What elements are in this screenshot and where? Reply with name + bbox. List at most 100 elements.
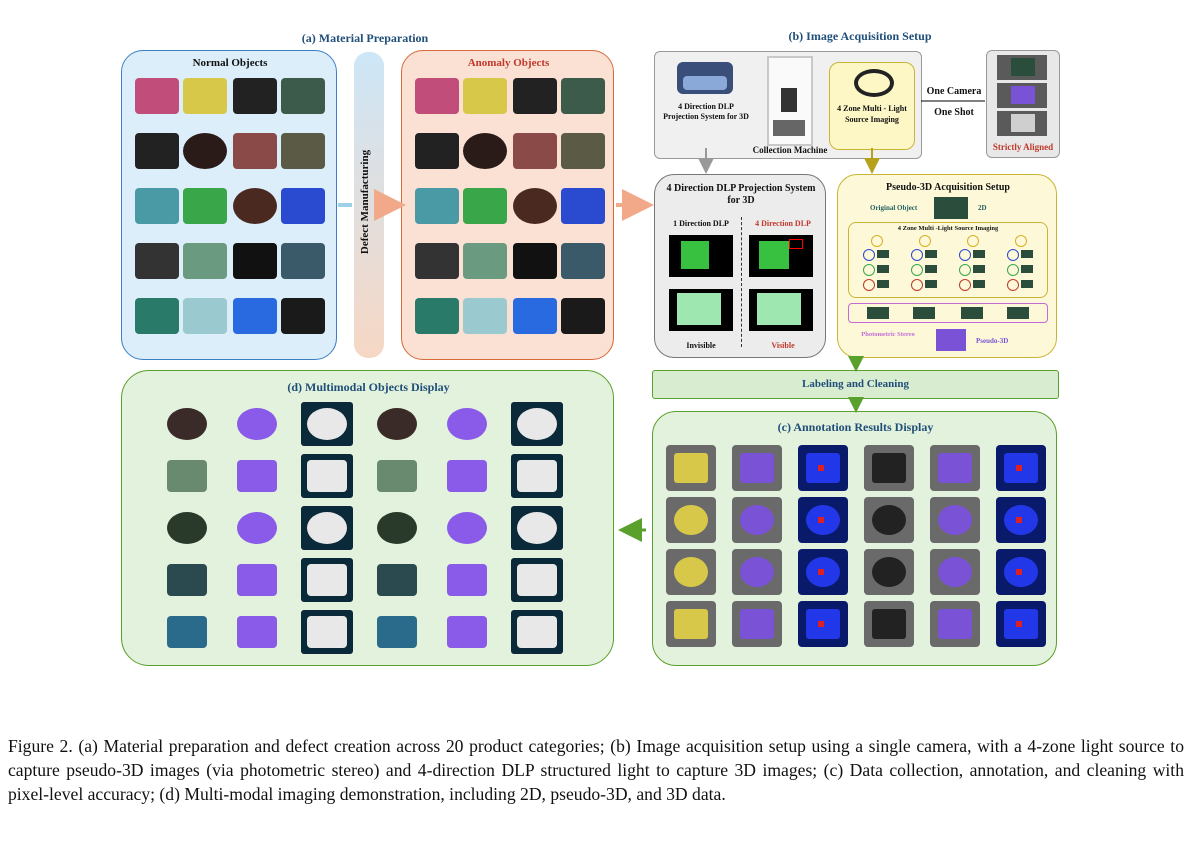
defect-mark: [1016, 569, 1022, 575]
object-thumbnail: [415, 133, 459, 169]
original-object-image: [934, 197, 968, 219]
object-thumbnail: [415, 243, 459, 279]
camera-icon: [863, 264, 875, 276]
multimodal-tile: [231, 402, 283, 446]
object-thumbnail: [463, 78, 507, 114]
annotation-object: [674, 453, 708, 483]
bulb-icon: [919, 235, 931, 247]
multimodal-tile: [511, 610, 563, 654]
object-thumbnail: [463, 188, 507, 224]
camera-icon: [959, 279, 971, 291]
multimodal-object: [307, 512, 347, 544]
annotation-tile: [798, 497, 848, 543]
object-thumbnail: [135, 133, 179, 169]
camera-icon: [911, 249, 923, 261]
section-c-title: (c) Annotation Results Display: [777, 420, 934, 434]
defect-mark: [1016, 621, 1022, 627]
dlp-panel-title: 4 Direction DLP Projection System for 3D: [666, 183, 816, 206]
camera-icon: [959, 249, 971, 261]
object-thumbnail: [233, 188, 277, 224]
annotation-object: [938, 453, 972, 483]
multimodal-object: [237, 512, 277, 544]
multimodal-tile: [371, 506, 423, 550]
section-d-title: (d) Multimodal Objects Display: [287, 380, 450, 394]
multimodal-tile: [231, 454, 283, 498]
multimodal-tile: [511, 402, 563, 446]
object-thumbnail: [415, 78, 459, 114]
object-thumbnail: [183, 243, 227, 279]
invisible-label: Invisible: [686, 341, 716, 350]
object-thumbnail: [233, 298, 277, 334]
multimodal-object: [307, 408, 347, 440]
annotation-tile: [798, 549, 848, 595]
zone-thumb: [925, 280, 937, 288]
visible-label: Visible: [771, 341, 795, 350]
pseudo3d-panel: Pseudo-3D Acquisition Setup Original Obj…: [837, 174, 1057, 358]
multimodal-object: [237, 564, 277, 596]
annotation-object: [872, 609, 906, 639]
multimodal-tile: [301, 454, 353, 498]
annotation-object: [938, 609, 972, 639]
bulb-icon: [967, 235, 979, 247]
multimodal-tile: [511, 558, 563, 602]
multimodal-tile: [511, 506, 563, 550]
pseudo3d-strip: [848, 303, 1048, 323]
object-thumbnail: [281, 243, 325, 279]
object-thumbnail: [513, 243, 557, 279]
multimodal-object: [167, 512, 207, 544]
multimodal-object: [167, 460, 207, 492]
object-thumbnail: [233, 243, 277, 279]
dlp-1-image-b: [669, 289, 733, 331]
multimodal-tile: [371, 610, 423, 654]
pseudo3d-image: [936, 329, 966, 351]
pseudo3d-title: Pseudo-3D Acquisition Setup: [886, 182, 1010, 193]
multimodal-tile: [161, 558, 213, 602]
annotation-tile: [996, 445, 1046, 491]
camera-icon: [1007, 279, 1019, 291]
zone-thumb: [973, 265, 985, 273]
zone-thumb: [1021, 250, 1033, 258]
annotation-object: [674, 557, 708, 587]
object-thumbnail: [463, 133, 507, 169]
object-thumbnail: [561, 188, 605, 224]
camera-icon: [911, 279, 923, 291]
annotation-tile: [996, 549, 1046, 595]
dlp-4-image-a: [749, 235, 813, 277]
object-thumbnail: [561, 243, 605, 279]
annotation-object: [872, 453, 906, 483]
dlp-small-label: 4 Direction DLP Projection System for 3D: [663, 102, 749, 121]
normal-objects-grid: [121, 50, 337, 360]
multimodal-tile: [301, 506, 353, 550]
object-thumbnail: [415, 188, 459, 224]
annotation-tile: [996, 601, 1046, 647]
annotation-object: [872, 505, 906, 535]
zone-thumb: [877, 280, 889, 288]
object-thumbnail: [183, 133, 227, 169]
annotation-tile: [930, 549, 980, 595]
one-camera-label: One Camera: [926, 86, 982, 97]
zone-imaging-title: 4 Zone Multi -Light Source Imaging: [897, 225, 999, 232]
multimodal-object: [447, 408, 487, 440]
object-thumbnail: [561, 133, 605, 169]
object-thumbnail: [281, 188, 325, 224]
dlp-4-label: 4 Direction DLP: [755, 219, 811, 228]
annotation-object: [872, 557, 906, 587]
annotation-object: [740, 609, 774, 639]
multimodal-object: [447, 564, 487, 596]
collection-machine-label: Collection Machine: [752, 145, 828, 155]
object-thumbnail: [513, 133, 557, 169]
multimodal-tile: [301, 558, 353, 602]
defect-mark: [818, 465, 824, 471]
object-thumbnail: [135, 243, 179, 279]
camera-icon: [863, 249, 875, 261]
multimodal-object: [167, 616, 207, 648]
zone-thumb: [1021, 280, 1033, 288]
dlp-projector-icon: [677, 62, 733, 94]
annotation-tile: [666, 445, 716, 491]
photometric-label: Photometric Stereo: [861, 331, 915, 338]
label-2d: 2D: [978, 204, 987, 212]
zone-thumb: [973, 280, 985, 288]
annotation-grid: [652, 411, 1057, 666]
anomaly-objects-title: Anomaly Objects: [467, 57, 550, 69]
anomaly-objects-grid: [401, 50, 614, 360]
